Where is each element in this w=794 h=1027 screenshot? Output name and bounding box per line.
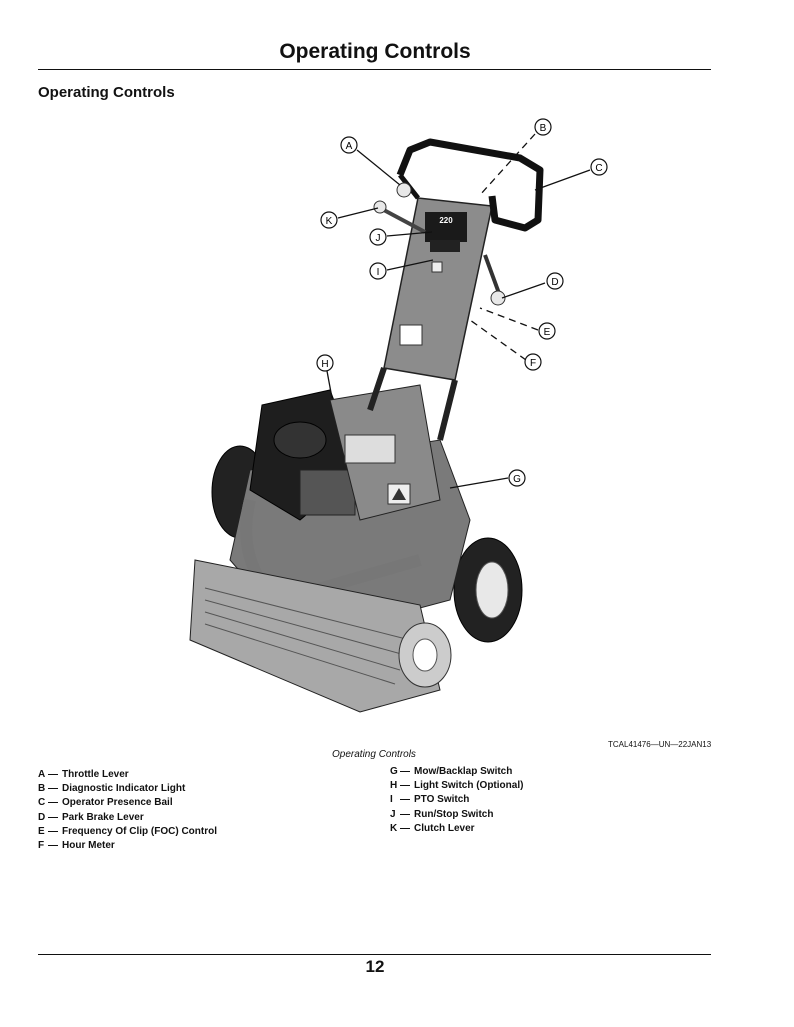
figure-reference: TCAL41476—UN—22JAN13 bbox=[608, 740, 712, 749]
legend-item: I—PTO Switch bbox=[390, 794, 470, 806]
svg-text:A: A bbox=[346, 141, 353, 152]
callout-c: C bbox=[590, 158, 608, 176]
svg-text:J: J bbox=[376, 233, 381, 244]
legend-item: B—Diagnostic Indicator Light bbox=[38, 783, 186, 795]
callout-k: K bbox=[320, 211, 338, 229]
svg-text:C: C bbox=[595, 163, 602, 174]
legend-right: G—Mow/Backlap Switch H—Light Switch (Opt… bbox=[390, 765, 523, 836]
model-decal: 220 bbox=[439, 216, 453, 225]
legend-item: D—Park Brake Lever bbox=[38, 811, 144, 823]
reel-unit bbox=[189, 559, 441, 713]
legend-item: H—Light Switch (Optional) bbox=[390, 780, 524, 792]
page-number: 12 bbox=[365, 957, 385, 976]
page-title: Operating Controls bbox=[279, 40, 471, 63]
header-rule bbox=[38, 69, 711, 70]
legend-item: F—Hour Meter bbox=[38, 839, 115, 851]
legend-item: G—Mow/Backlap Switch bbox=[390, 766, 513, 777]
legend-left: A—Throttle Lever B—Diagnostic Indicator … bbox=[38, 768, 217, 853]
callout-d: D bbox=[546, 272, 564, 290]
callout-h: H bbox=[316, 354, 334, 372]
mower-illustration: 220 A B bbox=[189, 118, 608, 713]
legend-item: C—Operator Presence Bail bbox=[38, 797, 173, 809]
operator-bail bbox=[396, 138, 544, 232]
svg-text:F: F bbox=[530, 358, 536, 369]
callout-j: J bbox=[369, 228, 387, 246]
svg-text:G: G bbox=[513, 474, 521, 485]
callout-g: G bbox=[508, 469, 526, 487]
legend-item: K—Clutch Lever bbox=[390, 822, 475, 834]
callout-e: E bbox=[538, 322, 556, 340]
svg-text:E: E bbox=[544, 327, 551, 338]
legend-item: A—Throttle Lever bbox=[38, 769, 129, 780]
section-title: Operating Controls bbox=[38, 84, 175, 101]
callout-b: B bbox=[534, 118, 552, 136]
legend-item: E—Frequency Of Clip (FOC) Control bbox=[38, 825, 217, 837]
svg-text:I: I bbox=[377, 267, 380, 278]
figure-caption: Operating Controls bbox=[332, 749, 416, 760]
svg-text:D: D bbox=[551, 277, 558, 288]
legend-item: J—Run/Stop Switch bbox=[390, 808, 494, 820]
callout-i: I bbox=[369, 262, 387, 280]
svg-text:K: K bbox=[326, 216, 333, 227]
svg-text:H: H bbox=[321, 359, 328, 370]
svg-text:B: B bbox=[540, 123, 547, 134]
callout-a: A bbox=[340, 136, 358, 154]
callout-f: F bbox=[524, 353, 542, 371]
footer-rule bbox=[38, 954, 711, 955]
